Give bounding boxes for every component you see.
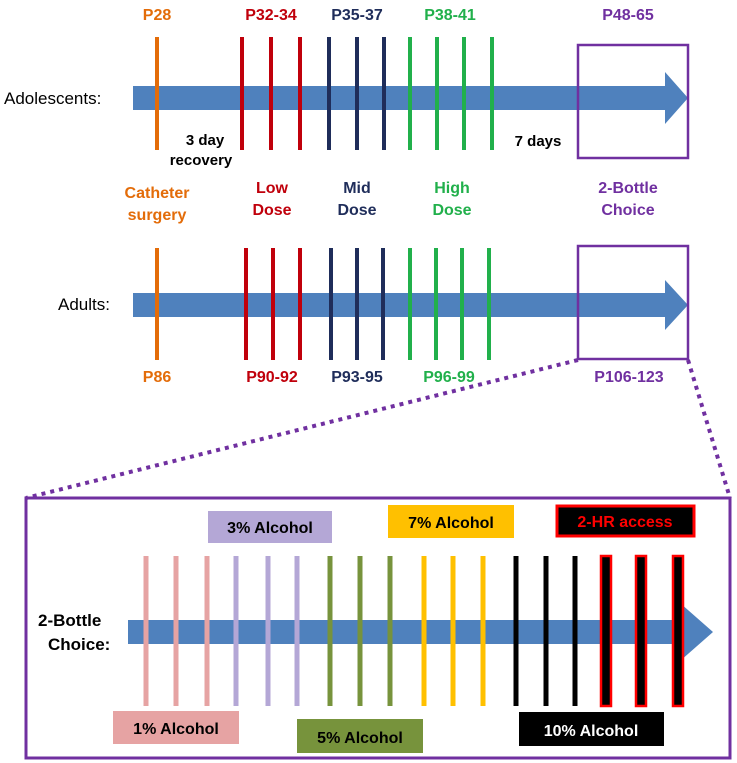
alcohol-7-lines: [421, 556, 486, 706]
adults-choice-box: [576, 244, 690, 361]
seven-days-label: 7 days: [515, 133, 562, 150]
adults-choice-age: P106-123: [594, 369, 663, 386]
alcohol-7-tag-label: 7% Alcohol: [408, 515, 494, 532]
alcohol-1-tag: 1% Alcohol: [113, 711, 239, 744]
mid-dose-label-line2: Dose: [337, 202, 376, 219]
detail-row-label-line1: 2-Bottle: [38, 611, 101, 630]
hr-access-bars: [599, 554, 685, 708]
hr-access-bar: [634, 554, 648, 708]
high-dose-label-line2: Dose: [432, 202, 471, 219]
adults-low-lines: [244, 248, 302, 360]
adolescents-low-lines: [240, 37, 302, 150]
alcohol-7-tag: 7% Alcohol: [388, 505, 514, 538]
zoom-connector-right: [686, 359, 732, 499]
alcohol-5-tag-box: [297, 719, 423, 753]
adolescents-surgery-age: P28: [143, 7, 172, 24]
alcohol-10-tag: 10% Alcohol: [519, 712, 664, 746]
low-dose-label-line1: Low: [256, 180, 289, 197]
alcohol-5-lines: [327, 556, 393, 706]
recovery-label-line2: recovery: [170, 152, 233, 169]
surgery-label-line1: Catheter: [125, 185, 190, 202]
hr-access-bar: [671, 554, 685, 708]
adolescents-timeline: Adolescents: P28 P32-34 P35-37 P38-41 P4…: [4, 7, 690, 169]
choice-label-line1: 2-Bottle: [598, 180, 658, 197]
adolescents-row-label: Adolescents:: [4, 89, 101, 108]
two-bottle-detail: 2-Bottle Choice:: [24, 496, 732, 760]
alcohol-10-tag-label: 10% Alcohol: [544, 723, 639, 740]
adults-row-label: Adults:: [58, 295, 110, 314]
zoom-connectors: [25, 358, 732, 500]
detail-frame: [24, 496, 732, 760]
hr-access-tag-box: [555, 504, 696, 538]
adolescents-mid-age: P35-37: [331, 7, 383, 24]
adults-mid-lines: [329, 248, 385, 360]
alcohol-5-tag: 5% Alcohol: [297, 719, 423, 753]
hr-access-tag-label: 2-HR access: [577, 514, 672, 531]
adults-low-age: P90-92: [246, 369, 298, 386]
recovery-label-line1: 3 day: [186, 132, 225, 149]
alcohol-10-lines: [513, 556, 578, 706]
alcohol-3-tag: 3% Alcohol: [208, 511, 332, 543]
surgery-label-line2: surgery: [128, 207, 187, 224]
alcohol-7-tag-box: [388, 505, 514, 538]
adults-surgery-age: P86: [143, 369, 172, 386]
adolescents-high-age: P38-41: [424, 7, 476, 24]
adults-high-lines: [408, 248, 491, 360]
choice-label-line2: Choice: [601, 202, 654, 219]
alcohol-1-lines: [143, 556, 210, 706]
adults-timeline: Adults: P86 P90-92 P93-95 P96-99 P106-12…: [58, 244, 690, 386]
high-dose-label-line1: High: [434, 180, 470, 197]
mid-dose-label-line1: Mid: [343, 180, 371, 197]
adolescents-mid-lines: [327, 37, 386, 150]
low-dose-label-line2: Dose: [252, 202, 291, 219]
adolescents-high-lines: [408, 37, 494, 150]
adolescents-choice-age: P48-65: [602, 7, 654, 24]
detail-arrow: [128, 603, 713, 661]
alcohol-3-tag-label: 3% Alcohol: [227, 520, 313, 537]
adults-high-age: P96-99: [423, 369, 475, 386]
adults-mid-age: P93-95: [331, 369, 383, 386]
phase-labels: Catheter surgery Low Dose Mid Dose High …: [125, 180, 658, 224]
alcohol-1-tag-box: [113, 711, 239, 744]
zoom-connector-left: [25, 358, 579, 500]
hr-access-bar: [599, 554, 613, 708]
alcohol-1-tag-label: 1% Alcohol: [133, 721, 219, 738]
adolescents-choice-box: [576, 43, 690, 160]
adolescents-low-age: P32-34: [245, 7, 297, 24]
alcohol-10-tag-box: [519, 712, 664, 746]
alcohol-5-tag-label: 5% Alcohol: [317, 730, 403, 747]
detail-row-label-line2: Choice:: [48, 635, 110, 654]
alcohol-3-lines: [233, 556, 300, 706]
hr-access-tag: 2-HR access: [555, 504, 696, 538]
alcohol-3-tag-box: [208, 511, 332, 543]
